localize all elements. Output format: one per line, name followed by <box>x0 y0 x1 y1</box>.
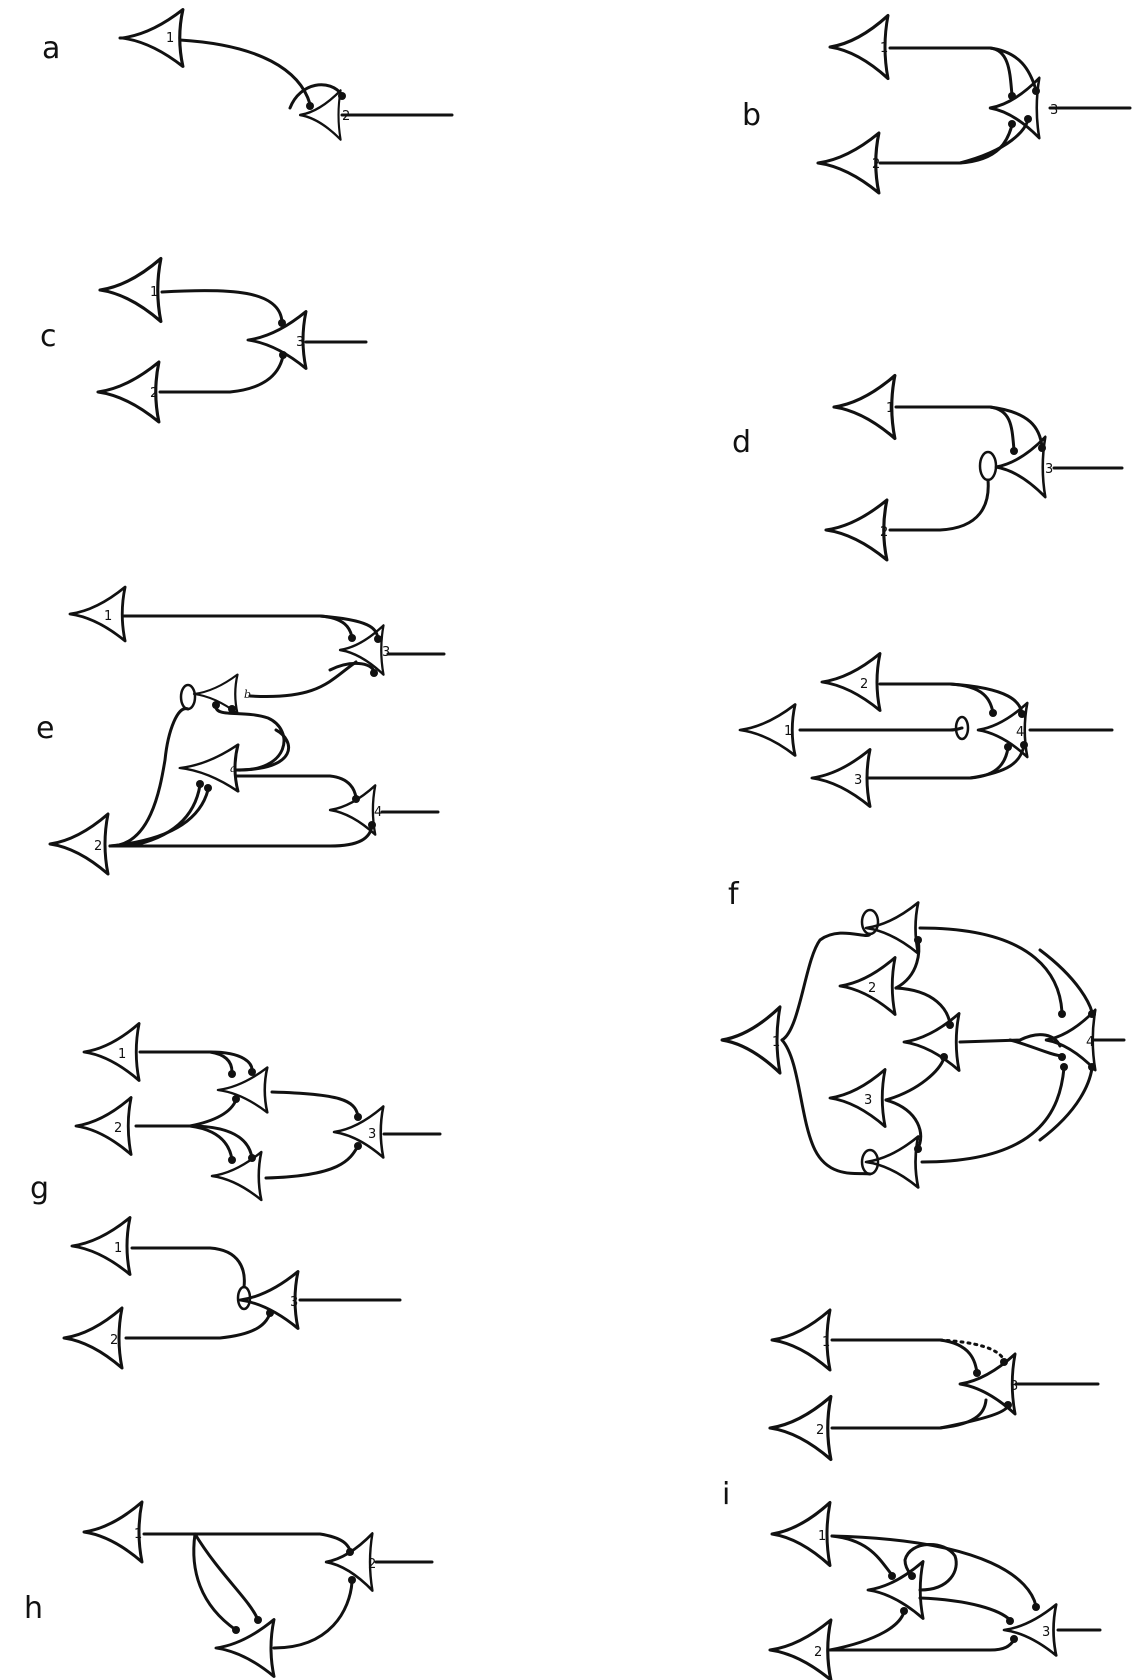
neuron-g2-top: 2 <box>74 1096 133 1156</box>
neuron-g-int-up <box>216 1066 269 1114</box>
neuron-e2: 2 <box>48 812 110 876</box>
neuron-e3: 3 <box>338 624 390 676</box>
neuron-i1-top: 1 <box>770 1308 832 1372</box>
neuron-d1: 1 <box>832 373 897 441</box>
svg-text:3: 3 <box>864 1093 872 1108</box>
svg-text:a: a <box>230 762 237 775</box>
neuron-b2: 2 <box>816 131 881 195</box>
svg-text:3: 3 <box>1010 1379 1018 1394</box>
panel-label-f: f <box>728 877 740 912</box>
panel-label-a: a <box>42 31 60 66</box>
svg-text:1: 1 <box>784 724 792 739</box>
neuron-i2-top: 2 <box>768 1394 833 1462</box>
neuron-h-inter <box>214 1618 276 1678</box>
svg-text:2: 2 <box>94 839 102 854</box>
svg-text:3: 3 <box>290 1295 298 1310</box>
neuron-f1-large: 1 <box>720 1005 782 1075</box>
neuron-e4: 4 <box>328 784 382 836</box>
neuron-f4-large: 4 <box>1044 1008 1097 1072</box>
panel-label-d: d <box>732 425 751 460</box>
panel-c: c 1 2 3 <box>40 256 368 424</box>
neuron-d2: 2 <box>824 498 889 562</box>
neuron-g1-top: 1 <box>82 1022 141 1082</box>
neuron-a1: 1 <box>118 7 185 69</box>
neuron-f1-top: 1 <box>738 703 797 757</box>
svg-text:1: 1 <box>886 401 894 416</box>
neuron-i3-top: 3 <box>958 1352 1018 1416</box>
panel-label-i: i <box>722 1477 730 1512</box>
panel-e: e 1 b 3 a 2 4 <box>36 585 446 876</box>
svg-text:2: 2 <box>114 1121 122 1136</box>
neuron-c2: 2 <box>96 360 161 424</box>
svg-text:3: 3 <box>368 1127 376 1142</box>
svg-text:2: 2 <box>150 386 158 401</box>
svg-text:1: 1 <box>150 285 158 300</box>
svg-text:1: 1 <box>134 1527 142 1542</box>
panel-h: h 1 2 <box>24 1500 434 1678</box>
svg-text:1: 1 <box>818 1529 826 1544</box>
neuron-f-bot-inter <box>864 1135 920 1189</box>
panel-label-b: b <box>742 98 761 133</box>
neuron-f2-top: 2 <box>820 652 882 712</box>
panel-b: b 1 2 3 <box>742 13 1132 195</box>
neuron-h1: 1 <box>82 1500 144 1564</box>
svg-text:3: 3 <box>1050 103 1058 118</box>
svg-text:1: 1 <box>822 1335 830 1350</box>
neuron-i2-bottom: 2 <box>768 1618 833 1680</box>
neuron-ea: a <box>178 743 240 793</box>
panel-a: a 1 2 <box>42 7 454 141</box>
svg-text:2: 2 <box>816 1423 824 1438</box>
neuron-b1: 1 <box>828 13 890 81</box>
neuron-i1-bottom: 1 <box>770 1500 832 1568</box>
neuron-g3-top: 3 <box>332 1105 385 1159</box>
neuron-f3-large: 3 <box>828 1068 887 1128</box>
svg-text:1: 1 <box>114 1241 122 1256</box>
panel-d: d 1 2 3 <box>732 373 1124 562</box>
neuron-f4-top: 4 <box>976 701 1029 759</box>
svg-text:4: 4 <box>1086 1035 1094 1050</box>
neuron-e1: 1 <box>68 585 127 643</box>
svg-text:2: 2 <box>368 1557 376 1572</box>
neuron-i-inter <box>866 1560 925 1620</box>
neuron-i3-bottom: 3 <box>1002 1603 1058 1657</box>
panel-label-g: g <box>30 1171 49 1206</box>
neuron-g1-bottom: 1 <box>70 1216 132 1276</box>
neuron-g3-bottom: 3 <box>238 1270 300 1330</box>
svg-text:4: 4 <box>374 805 382 820</box>
neuron-f2-large: 2 <box>838 956 897 1016</box>
panel-g: g 1 2 3 1 <box>30 1022 442 1370</box>
neuron-eb: b <box>192 673 251 715</box>
panel-i: i 1 2 3 1 2 <box>722 1308 1102 1680</box>
panel-label-h: h <box>24 1591 43 1626</box>
svg-text:3: 3 <box>382 645 390 660</box>
panel-label-e: e <box>36 711 54 746</box>
neuron-c3: 3 <box>246 310 308 370</box>
svg-text:1: 1 <box>880 41 888 56</box>
svg-text:2: 2 <box>814 1645 822 1660</box>
svg-text:3: 3 <box>1045 462 1053 477</box>
panel-label-c: c <box>40 319 57 354</box>
svg-text:1: 1 <box>104 609 112 624</box>
neuron-a1-number: 1 <box>166 31 174 46</box>
svg-text:2: 2 <box>868 981 876 996</box>
svg-text:2: 2 <box>872 157 880 172</box>
svg-text:3: 3 <box>296 335 304 350</box>
svg-text:4: 4 <box>1016 725 1024 740</box>
svg-text:2: 2 <box>110 1333 118 1348</box>
svg-text:3: 3 <box>854 773 862 788</box>
svg-text:1: 1 <box>772 1035 780 1050</box>
panel-f: f 2 1 4 3 2 <box>720 652 1126 1189</box>
svg-text:3: 3 <box>1042 1625 1050 1640</box>
neuron-c1: 1 <box>98 256 163 324</box>
neuron-b3: 3 <box>988 76 1058 140</box>
neuron-h2: 2 <box>324 1532 376 1592</box>
svg-text:2: 2 <box>880 525 888 540</box>
neuron-f3-top: 3 <box>810 748 872 808</box>
svg-text:b: b <box>244 688 251 701</box>
svg-text:1: 1 <box>118 1047 126 1062</box>
neuron-d3: 3 <box>994 435 1053 499</box>
neuron-g2-bottom: 2 <box>62 1306 124 1370</box>
svg-text:2: 2 <box>860 677 868 692</box>
